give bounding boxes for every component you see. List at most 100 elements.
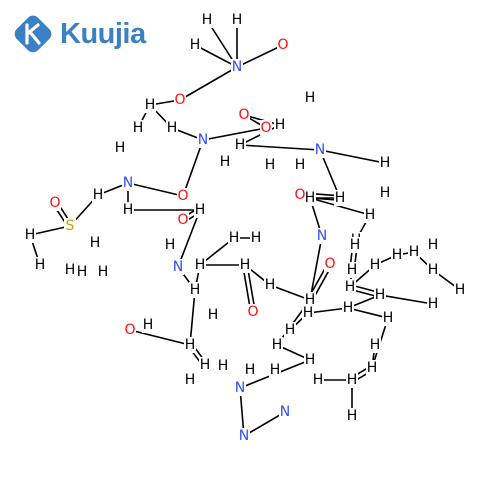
bond-line bbox=[179, 66, 238, 101]
atom-label-h: H bbox=[370, 257, 381, 273]
atom-label-h: H bbox=[208, 307, 219, 323]
atom-label-h: H bbox=[347, 372, 358, 388]
atom-label-background bbox=[234, 137, 246, 153]
atom-label-background bbox=[408, 244, 420, 260]
atom-label-background bbox=[344, 279, 356, 295]
atom-label-background bbox=[346, 262, 358, 278]
atom-label-h: H bbox=[347, 262, 358, 278]
atom-label-background bbox=[304, 352, 316, 368]
atom-label-h: H bbox=[270, 362, 281, 378]
atom-label-background bbox=[304, 190, 316, 206]
atom-label-h: H bbox=[145, 97, 156, 113]
atom-label-background bbox=[379, 155, 391, 171]
atom-label-background bbox=[264, 157, 276, 173]
atom-label-h: H bbox=[305, 292, 316, 308]
atom-label-background bbox=[239, 257, 251, 273]
atom-label-h: H bbox=[167, 120, 178, 136]
bond-line bbox=[177, 209, 201, 268]
atom-label-background bbox=[97, 264, 109, 280]
atom-label-background bbox=[314, 142, 326, 158]
atom-label-background bbox=[302, 305, 314, 321]
atom-label-o: O bbox=[294, 187, 305, 203]
atom-label-h: H bbox=[143, 317, 154, 333]
atom-label-h: H bbox=[428, 262, 439, 278]
atom-label-h: H bbox=[305, 352, 316, 368]
atom-label-background bbox=[274, 117, 286, 133]
kuujia-logo-text: Kuujia bbox=[60, 17, 146, 50]
bond-line bbox=[269, 284, 311, 301]
bond-line bbox=[236, 44, 284, 68]
atom-label-background bbox=[64, 218, 76, 234]
atom-label-background bbox=[122, 175, 134, 191]
atom-label-background bbox=[189, 37, 201, 53]
bond-line bbox=[129, 329, 191, 346]
atom-label-background bbox=[201, 12, 213, 28]
atom-label-n: N bbox=[235, 380, 245, 396]
atom-label-background bbox=[231, 12, 243, 28]
atom-label-n: N bbox=[280, 404, 290, 420]
atom-label-h: H bbox=[93, 187, 104, 203]
atom-label-background bbox=[114, 140, 126, 156]
atom-label-h: H bbox=[380, 185, 391, 201]
atom-label-background bbox=[271, 337, 283, 353]
atom-label-background bbox=[342, 300, 354, 316]
atom-label-h: H bbox=[305, 90, 316, 106]
atom-label-h: H bbox=[272, 337, 283, 353]
atom-label-h: H bbox=[235, 137, 246, 153]
bond-line bbox=[243, 411, 286, 437]
atom-label-h: H bbox=[343, 300, 354, 316]
atom-label-h: H bbox=[195, 202, 206, 218]
kuujia-logo[interactable]: Kuujia bbox=[12, 12, 146, 56]
atom-label-h: H bbox=[35, 257, 46, 273]
atom-label-h: H bbox=[123, 202, 134, 218]
atom-label-h: H bbox=[65, 262, 76, 278]
atom-label-h: H bbox=[25, 227, 36, 243]
atom-label-h: H bbox=[115, 140, 126, 156]
bond-line bbox=[189, 289, 196, 346]
atom-label-background bbox=[379, 185, 391, 201]
atom-label-h: H bbox=[428, 296, 439, 312]
atom-label-h: H bbox=[265, 277, 276, 293]
atom-label-h: H bbox=[185, 372, 196, 388]
atom-label-background bbox=[177, 212, 189, 228]
atom-label-h: H bbox=[455, 282, 466, 298]
atom-layer: HHHNOOHHHHOHOHNHOHHHNHHHHHOHONHHHHHSHHHH… bbox=[24, 12, 466, 444]
atom-label-background bbox=[238, 107, 250, 123]
atom-label-h: H bbox=[409, 244, 420, 260]
atom-label-h: H bbox=[98, 264, 109, 280]
atom-label-background bbox=[199, 357, 211, 373]
kuujia-logo-icon bbox=[14, 15, 52, 53]
atom-label-o: O bbox=[277, 37, 288, 53]
atom-label-n: N bbox=[173, 259, 183, 275]
atom-label-h: H bbox=[285, 322, 296, 338]
atom-label-n: N bbox=[198, 132, 208, 148]
atom-label-h: H bbox=[251, 230, 262, 246]
atom-label-background bbox=[391, 247, 403, 263]
atom-label-background bbox=[132, 120, 144, 136]
atom-label-background bbox=[277, 37, 289, 53]
atom-label-background bbox=[316, 228, 328, 244]
atom-label-background bbox=[364, 207, 376, 223]
atom-label-background bbox=[184, 372, 196, 388]
atom-label-background bbox=[250, 230, 262, 246]
atom-label-background bbox=[374, 287, 386, 303]
bond-line bbox=[319, 149, 386, 164]
atom-label-background bbox=[24, 227, 36, 243]
atom-label-background bbox=[304, 90, 316, 106]
atom-label-h: H bbox=[367, 360, 378, 376]
atom-label-h: H bbox=[295, 157, 306, 173]
atom-label-background bbox=[324, 256, 336, 272]
atom-label-o: O bbox=[177, 188, 188, 204]
atom-label-background bbox=[34, 257, 46, 273]
atom-label-h: H bbox=[245, 362, 256, 378]
atom-label-background bbox=[234, 380, 246, 396]
atom-label-background bbox=[346, 408, 358, 424]
atom-label-o: O bbox=[177, 212, 188, 228]
bond-line bbox=[239, 144, 321, 151]
atom-label-h: H bbox=[347, 408, 358, 424]
atom-label-o: O bbox=[238, 107, 249, 123]
atom-label-background bbox=[312, 372, 324, 388]
atom-label-h: H bbox=[335, 190, 346, 206]
atom-label-background bbox=[166, 120, 178, 136]
atom-label-background bbox=[197, 132, 209, 148]
